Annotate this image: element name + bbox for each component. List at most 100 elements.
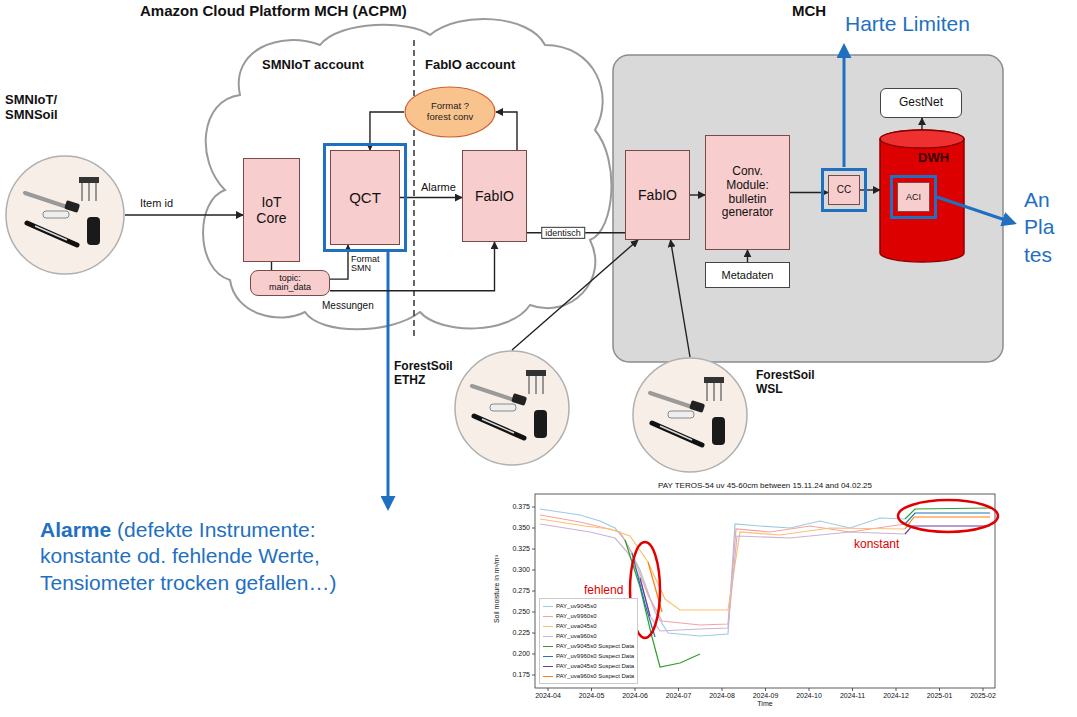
legend-swatch [543, 646, 553, 647]
node-label: IoT Core [249, 194, 295, 226]
edge-label: Item id [140, 197, 173, 210]
panel-outline [613, 55, 1003, 362]
tick-mark [722, 688, 723, 691]
tick-label: 0.175 [504, 671, 530, 679]
sensor-icons [650, 377, 725, 445]
callout-text: An Pla tes [1024, 186, 1070, 268]
circle-outline [5, 155, 125, 275]
connector [512, 240, 638, 350]
legend-text: PAY_uv9960s0 [556, 613, 596, 619]
tick-label: 2024-06 [615, 692, 655, 700]
ellipse-outline [405, 87, 495, 137]
process-box: Conv. Module: bulletin generator [705, 135, 790, 250]
tick-mark [939, 688, 940, 691]
tick-label: 0.300 [504, 566, 530, 574]
tick-label: 0.375 [504, 503, 530, 511]
tick-mark [809, 688, 810, 691]
legend-swatch [543, 606, 553, 607]
data-series [905, 517, 990, 529]
check-box: CC [828, 175, 860, 205]
connector [527, 232, 625, 233]
highlight-ellipse [630, 542, 660, 638]
data-series [648, 562, 662, 612]
connector [790, 192, 828, 193]
node-label: CC [837, 184, 851, 196]
annotation: konstant [852, 538, 901, 552]
node-label: Conv. Module: bulletin generator [715, 165, 781, 220]
sensor-group: SMNIoT/ SMNSoil [5, 155, 125, 275]
axis-title: Time [745, 700, 785, 708]
callout-text: Alarme [40, 518, 111, 541]
process-box: QCT [330, 150, 400, 245]
edge-label: Messungen [322, 300, 374, 312]
sensor-group: ForestSoil ETHZ [454, 350, 570, 466]
connector [370, 112, 404, 150]
node-label: FabIO [638, 187, 677, 203]
legend-entry: PAY_uv9960s0 [543, 611, 634, 621]
edge-label: identisch [541, 227, 585, 239]
data-series [540, 508, 990, 667]
legend-entry: PAY_uva960s0 [543, 631, 634, 641]
cloud-region: Amazon Cloud Platform MCH (ACPM)SMNIoT a… [200, 0, 615, 330]
legend-swatch [543, 656, 553, 657]
edge-label: Alarme [421, 181, 456, 194]
node-heading: SMNIoT/ SMNSoil [5, 93, 75, 123]
tick-label: 2025-02 [963, 692, 1003, 700]
tick-mark [532, 528, 535, 529]
circle-outline [454, 350, 570, 466]
tick-mark [532, 591, 535, 592]
callout-leader [388, 46, 1014, 508]
node-label: topic: main_data [265, 274, 315, 293]
tick-mark [635, 688, 636, 691]
legend-entry: PAY_uva960s0 Suspect Data [543, 671, 634, 681]
circle-outline [632, 357, 748, 473]
tick-label: 2024-12 [876, 692, 916, 700]
tick-mark [532, 507, 535, 508]
tick-mark [591, 688, 592, 691]
legend-entry: PAY_uv9960s0 Suspect Data [543, 651, 634, 661]
tick-label: 2024-08 [702, 692, 742, 700]
tick-mark [532, 507, 983, 691]
tick-mark [532, 549, 535, 550]
tick-label: 2024-11 [833, 692, 873, 700]
node-label: ACI [906, 192, 921, 202]
legend-swatch [543, 676, 553, 677]
connector [921, 118, 922, 130]
legend-text: PAY_uva960s0 [556, 633, 596, 639]
connector [330, 245, 348, 279]
node-label: Format ? forest conv [420, 101, 480, 123]
tick-mark [532, 633, 535, 634]
cylinder-top [880, 130, 964, 148]
note-ellipse: Format ? forest conv [404, 86, 496, 138]
tick-label: 0.225 [504, 629, 530, 637]
plot-frame [535, 494, 995, 688]
node-label: Metadaten [722, 269, 774, 282]
connector [747, 250, 748, 262]
data-series [632, 553, 655, 637]
tick-mark [983, 688, 984, 691]
callout-text: Harte Limiten [845, 12, 970, 36]
process-box: FabIO [625, 150, 690, 240]
line-chart [532, 494, 998, 691]
tick-label: 0.200 [504, 650, 530, 658]
node-heading: MCH [792, 2, 826, 19]
tick-label: 2024-10 [789, 692, 829, 700]
circle-outline [455, 351, 569, 465]
node-label: GestNet [899, 96, 943, 110]
data-series [905, 526, 990, 534]
data-series [540, 515, 905, 625]
sensor-icons [472, 370, 547, 438]
cylinder-body [880, 130, 964, 262]
process-box: GestNet [880, 88, 962, 118]
legend-entry: PAY_uv9045s0 [543, 601, 634, 611]
connector [125, 214, 243, 215]
connector [330, 242, 495, 291]
node-heading: ForestSoil WSL [756, 369, 822, 397]
axis-title: Soil moisture in m³/m³ [493, 529, 501, 649]
node-label: FabIO [475, 188, 514, 204]
node-label: QCT [349, 189, 381, 206]
callout-block: Alarme(defekte Instrumente: konstante od… [40, 517, 385, 596]
legend-text: PAY_uv9960s0 Suspect Data [556, 653, 634, 659]
connector [671, 240, 691, 357]
